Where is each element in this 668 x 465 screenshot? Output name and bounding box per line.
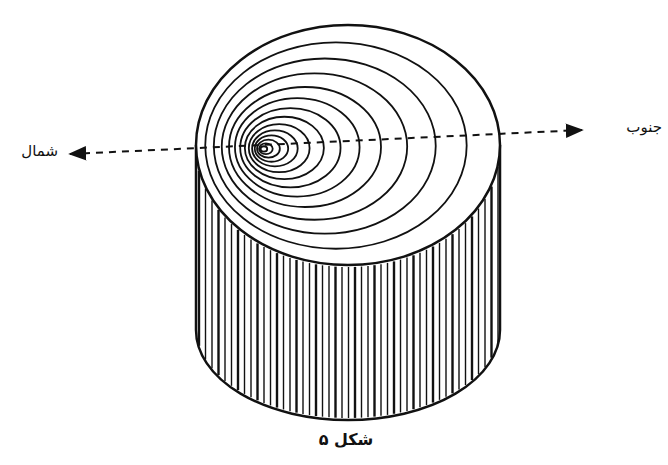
bark-stripe (426, 250, 427, 405)
bark-stripe (348, 267, 349, 418)
growth-ring (249, 124, 310, 172)
growth-ring (235, 98, 360, 196)
bark-stripe (309, 263, 310, 415)
bark-stripe (315, 264, 317, 416)
growth-ring (240, 108, 340, 187)
bark-stripe (387, 263, 388, 415)
bark-stripe (393, 261, 395, 413)
bark-stripe (439, 243, 440, 400)
bark-stripe (231, 224, 232, 386)
growth-ring (255, 135, 288, 161)
bark-stripe (283, 256, 284, 410)
bark-stripe (263, 247, 264, 403)
bark-stripe (432, 246, 434, 402)
bark-stripe (341, 267, 342, 418)
figure-caption: شکل ۵ (319, 430, 374, 449)
bark-stripe (406, 258, 407, 411)
bark-stripe (361, 267, 362, 418)
bark-stripe (373, 265, 375, 416)
direction-label: شمال (21, 142, 58, 160)
bark-stripe (458, 229, 459, 390)
growth-ring (245, 117, 324, 179)
bark-stripe (367, 266, 368, 417)
bark-stripe (295, 260, 297, 413)
bark-stripe (490, 187, 492, 358)
bark-stripe (334, 267, 336, 418)
bark-stripe (217, 210, 219, 375)
bark-stripe (244, 235, 245, 394)
bark-stripe (270, 250, 271, 405)
bark-stripe (419, 253, 420, 408)
north-south-axis (70, 130, 582, 154)
bark-stripe (354, 267, 356, 418)
bark-stripe (302, 262, 303, 414)
bark-stripe (256, 243, 258, 400)
growth-ring (222, 73, 407, 219)
growth-ring (252, 130, 298, 166)
bark-stripe (224, 218, 225, 381)
bark-stripe (478, 209, 479, 375)
bark-stripe (451, 234, 453, 393)
bark-stripe (380, 264, 381, 416)
bark-stripe (445, 239, 446, 397)
growth-ring (214, 58, 436, 233)
growth-ring (261, 146, 268, 151)
bark-stripe (400, 260, 401, 413)
bark-stripe (412, 255, 414, 409)
bark-stripe (497, 166, 498, 342)
direction-label: جنوب (626, 118, 662, 136)
growth-ring (229, 87, 381, 207)
bark-stripe (276, 253, 278, 407)
bark-stripe (289, 258, 290, 411)
bark-stripe (211, 201, 212, 369)
bark-stripe (484, 199, 485, 367)
bark-stripe (198, 171, 200, 346)
bark-stripe (465, 223, 466, 385)
bark-stripe (322, 265, 323, 416)
bark-stripe (328, 266, 329, 417)
bark-stripe (471, 216, 473, 380)
bark-stripe (250, 239, 251, 397)
bark-stripe (205, 189, 206, 360)
bark-stripe (237, 230, 239, 390)
growth-ring (257, 140, 280, 158)
